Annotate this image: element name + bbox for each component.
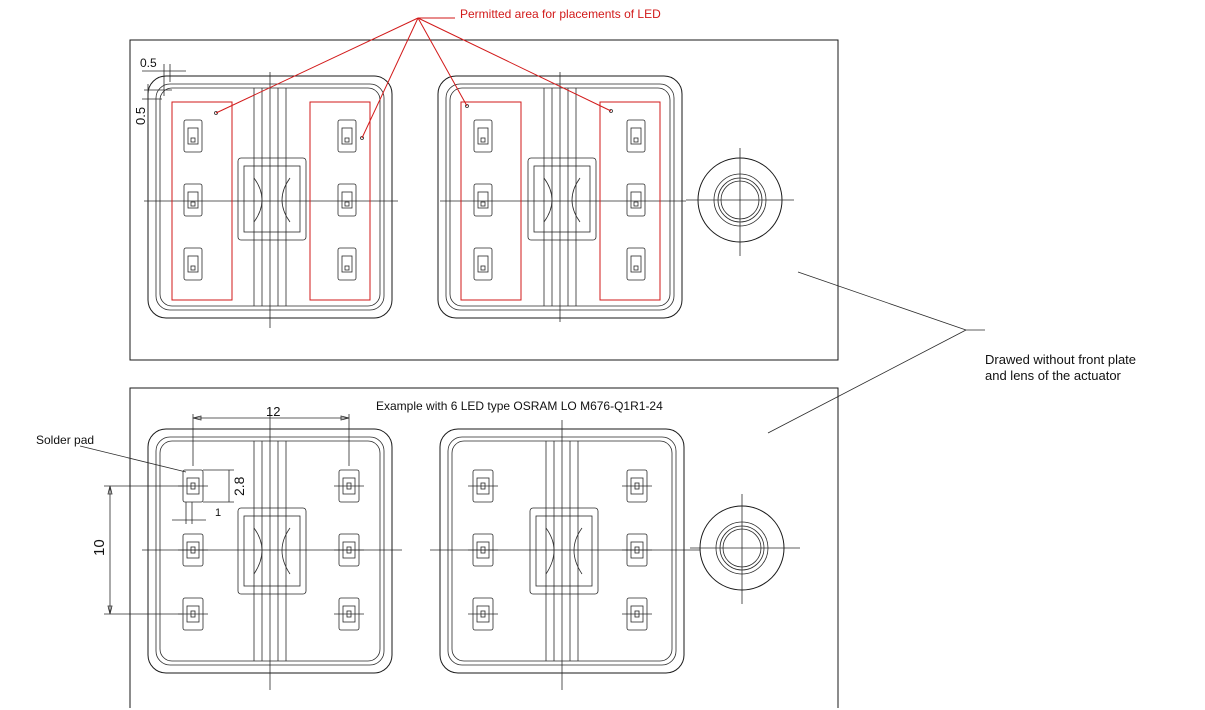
dimension-12-label: 12 [266, 404, 280, 419]
top-panel-outline [129, 39, 839, 361]
permitted-area-right [599, 101, 661, 301]
led [622, 597, 652, 631]
drawed-without-callout [767, 271, 985, 434]
led [337, 119, 357, 153]
led [337, 183, 357, 217]
dimension-12 [192, 414, 350, 466]
gap-dimension [142, 64, 186, 124]
permitted-area-right [309, 101, 371, 301]
top-panel: 0.5 0.5 [129, 39, 839, 361]
led [473, 247, 493, 281]
led [473, 119, 493, 153]
dimension-2-8 [203, 469, 234, 503]
led [178, 533, 208, 567]
led [473, 183, 493, 217]
permitted-area-left [171, 101, 233, 301]
dimension-2-8-label: 2.8 [231, 476, 247, 496]
top-round-knob [686, 148, 794, 256]
led [183, 247, 203, 281]
led [337, 247, 357, 281]
led [626, 247, 646, 281]
bottom-panel-outline [129, 387, 839, 708]
permitted-area-left [460, 101, 522, 301]
led [334, 469, 364, 503]
gap-horizontal-label: 0.5 [140, 56, 157, 70]
rocker-hinge [529, 507, 599, 595]
dimension-10-label: 10 [91, 539, 108, 556]
led [178, 469, 208, 503]
led [334, 533, 364, 567]
led [626, 183, 646, 217]
dimension-10 [104, 485, 182, 615]
drawed-without-line2: and lens of the actuator [985, 368, 1122, 383]
bottom-round-knob [690, 494, 800, 604]
example-title: Example with 6 LED type OSRAM LO M676-Q1… [376, 399, 663, 413]
rocker-hinge [527, 157, 597, 241]
bottom-panel: Example with 6 LED type OSRAM LO M676-Q1… [36, 387, 839, 708]
permitted-area-label: Permitted area for placements of LED [460, 7, 661, 21]
led [622, 533, 652, 567]
top-switch-1 [144, 72, 398, 328]
led [626, 119, 646, 153]
drawed-without-line1: Drawed without front plate [985, 352, 1136, 367]
led [183, 183, 203, 217]
led [622, 469, 652, 503]
led [183, 119, 203, 153]
rocker-hinge [237, 507, 307, 595]
led [468, 469, 498, 503]
permitted-area-callout [215, 17, 612, 139]
led [468, 533, 498, 567]
bottom-switch-1 [142, 408, 402, 690]
led [334, 597, 364, 631]
dimension-1 [172, 502, 206, 524]
rocker-hinge [237, 157, 307, 241]
dimension-1-label: 1 [215, 507, 221, 519]
led [468, 597, 498, 631]
top-switch-2 [437, 72, 686, 322]
gap-vertical-label: 0.5 [133, 107, 148, 125]
bottom-switch-2 [430, 420, 700, 690]
led [178, 597, 208, 631]
solder-pad-leader [79, 445, 187, 473]
solder-pad-label: Solder pad [36, 433, 94, 447]
